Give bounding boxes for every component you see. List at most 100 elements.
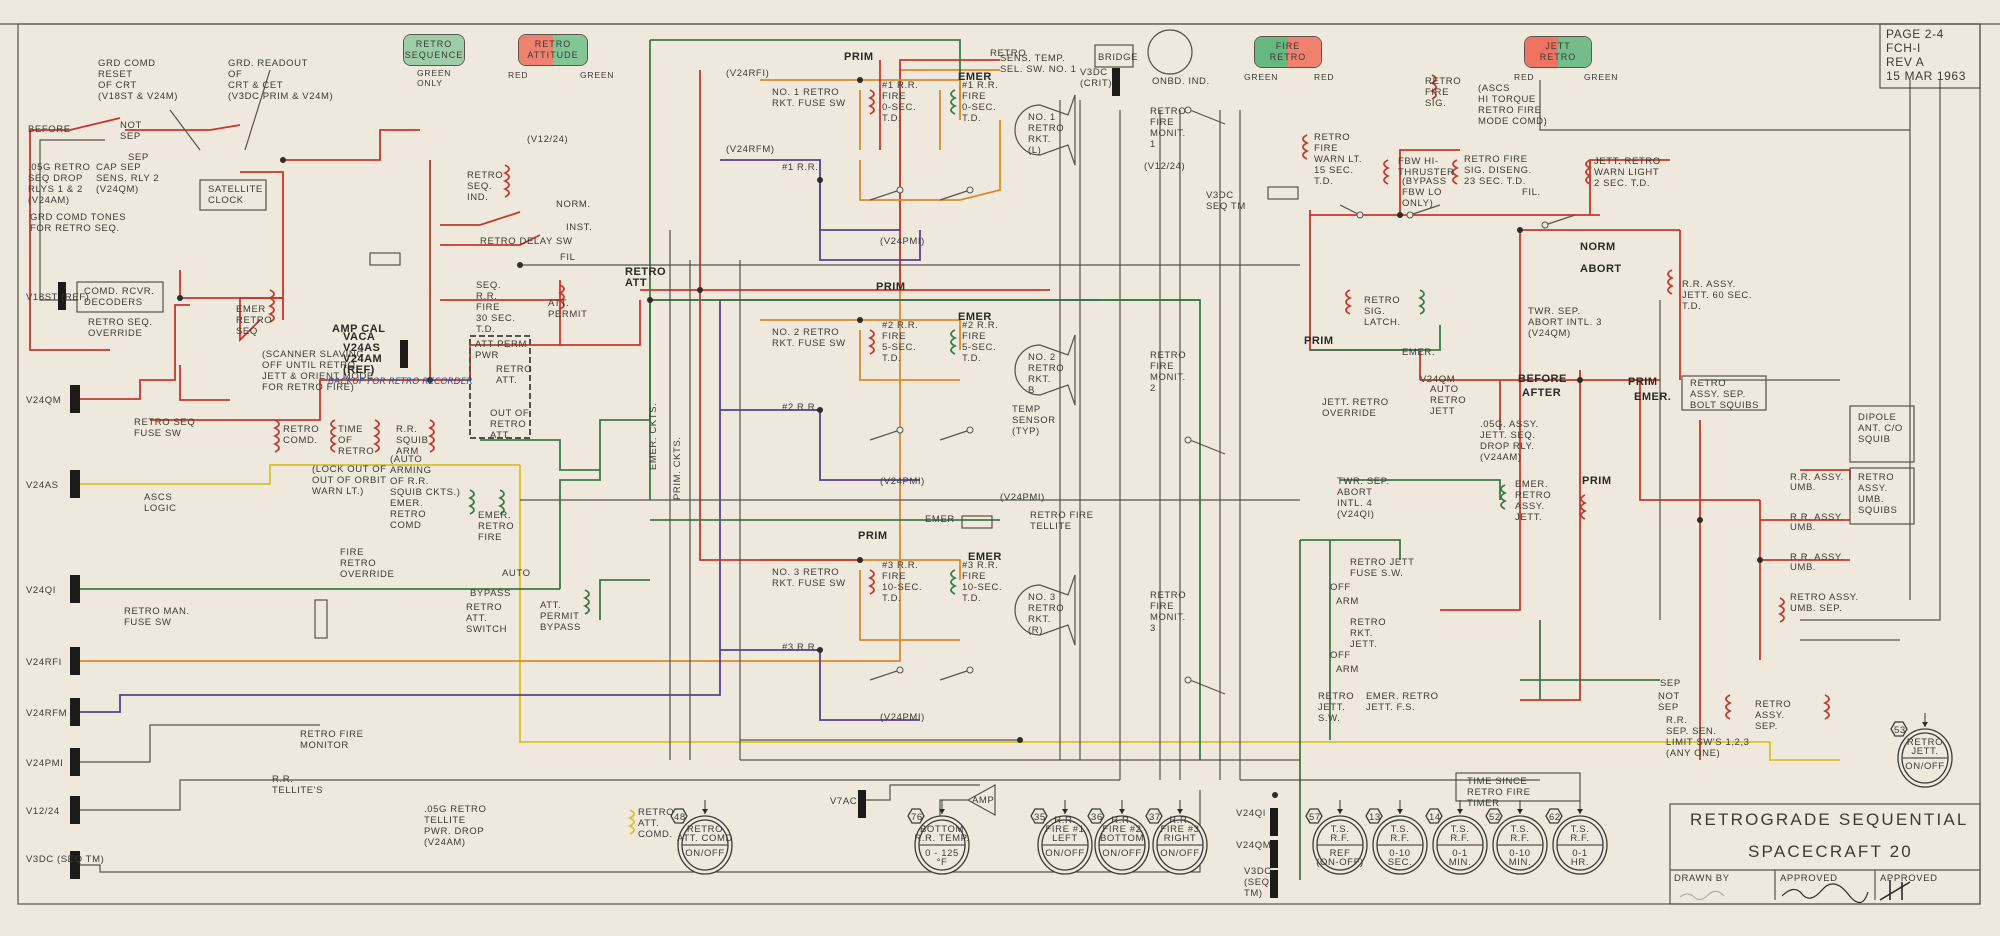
fire-retro-override-label-line: OVERRIDE: [340, 569, 394, 580]
rocket-2-label-line: RETRO: [1028, 363, 1064, 374]
meter-number-badge: [1030, 808, 1048, 824]
time-since-retro-fire-label-line: RETRO FIRE: [1467, 787, 1531, 798]
v24qm-label: V24QM: [1420, 374, 1455, 385]
retro-assy-sep-label-line: RETRO: [1755, 699, 1791, 710]
document-id: FCH-I: [1886, 41, 1921, 55]
scanner-slaving-note-line: OFF UNTIL RETRO: [262, 360, 356, 371]
retro-assy-umb-squibs-label-line: RETRO: [1858, 472, 1894, 483]
rocket-1-emer-td-label-line: T.D.: [962, 113, 981, 124]
emer-retro-fire-label-line: EMER.: [478, 510, 511, 521]
meter-bottom-label: SEC.: [1388, 857, 1413, 868]
bridge-label: BRIDGE: [1098, 52, 1138, 63]
retro-fire-monit-3-label-line: FIRE: [1150, 601, 1174, 612]
monitor-v12-24-label: (V12/24): [1144, 161, 1185, 172]
indicator-lead-label: RED: [1514, 72, 1535, 82]
jett-before-label: BEFORE: [1518, 373, 1567, 385]
power-bus-v24as: V24AS: [26, 480, 59, 491]
rocket-2-fuse-sw-label-line: RKT. FUSE SW: [772, 338, 846, 349]
jett-retro-warn-light-label-line: 2 SEC. T.D.: [1594, 178, 1650, 189]
power-bus-v24pmi: V24PMI: [26, 758, 63, 769]
meter-top-label: JETT.: [1911, 746, 1938, 757]
retro-att-contact-label-line: ATT.: [496, 375, 517, 386]
meter-top-label: FIRE #1: [1045, 824, 1084, 835]
meter-top-label: R.F.: [1450, 833, 1469, 844]
retro-fire-sig-diseng-label-line: RETRO FIRE: [1464, 154, 1528, 165]
meter-top-label: BOTTOM: [920, 824, 964, 835]
meter-bottom-label: (ON-OFF): [1316, 857, 1364, 868]
meter-bottom-label: 0-10: [1389, 848, 1410, 859]
meter-number: 53: [1894, 725, 1906, 736]
rr-sep-sen-label-line: (ANY ONE): [1666, 748, 1720, 759]
retro-sig-latch-label-line: LATCH.: [1364, 317, 1401, 328]
meter-bottom-label: 0-1: [1452, 848, 1468, 859]
att-perm-pwr-label-line: ATT PERM: [475, 339, 527, 350]
meter-number-badge: [1425, 808, 1443, 824]
arrow-icon: [1337, 809, 1343, 814]
retro-fire-warn-lt-label-line: RETRO: [1314, 132, 1350, 143]
tellite-drop-label-line: TELLITE: [424, 815, 466, 826]
emer-retro-assy-jett-label-line: ASSY.: [1515, 501, 1545, 512]
sep-label: SEP: [128, 152, 149, 163]
seq-rr-fire-label-line: 30 SEC.: [476, 313, 516, 324]
rocket-3-prim-td-label-line: T.D.: [882, 593, 901, 604]
retro-att-switch-label-line: SWITCH: [466, 624, 507, 635]
rr-assy-umb-line: UMB.: [1790, 482, 1816, 493]
norm-label: NORM.: [556, 199, 591, 210]
twr-sep-abort-4-label-line: TWR. SEP.: [1337, 476, 1390, 487]
arm-label-2: ARM: [1336, 664, 1359, 675]
rocket-3-emer-td-label-line: #3 R.R.: [962, 560, 998, 571]
ground-command-network: [29, 59, 1050, 421]
meter-number-badge: [670, 808, 688, 824]
meter-bottom-label: ON/OFF: [1905, 761, 1945, 772]
emer-bus-label: EMER: [925, 514, 955, 525]
revision: REV A: [1886, 55, 1924, 69]
rocket-1-prim-td-label-line: 0-SEC.: [882, 102, 916, 113]
rocket-3-prim-td-label-line: FIRE: [882, 571, 906, 582]
att-permit-bypass-label-line: PERMIT: [540, 611, 580, 622]
retro-fire-monit-2-label-line: FIRE: [1150, 361, 1174, 372]
auto-retro-jett-label-line: JETT: [1430, 406, 1455, 417]
power-bus-v3dc-seq-tm-: V3DC (SEQ TM): [26, 854, 104, 865]
sens-temp-sel-sw-label-line: SENS. TEMP.: [1000, 53, 1065, 64]
auto-arming-note-line: OF R.R.: [390, 476, 429, 487]
grd-comd-reset-label-line: GRD COMD: [98, 58, 156, 69]
rocket-3-emer-td-label-line: FIRE: [962, 571, 986, 582]
grd-comd-reset-label-line: RESET: [98, 69, 133, 80]
retro-assy-umb-sep-label-line: UMB. SEP.: [1790, 603, 1842, 614]
grd-readout-label-line: (V3DC PRIM & V24M): [228, 91, 333, 102]
page-number: PAGE 2-4: [1886, 27, 1944, 41]
indicator-lead-label: RED: [508, 70, 529, 80]
twr-sep-abort-3-label-line: ABORT INTL. 3: [1528, 317, 1602, 328]
rr-assy-umb-line: UMB.: [1790, 522, 1816, 533]
retro-fire-tellite-label-line: RETRO FIRE: [1030, 510, 1094, 521]
retro-assy-umb-squibs-label-line: SQUIBS: [1858, 505, 1898, 516]
time-since-retro-fire-label-line: TIMER: [1467, 798, 1500, 809]
meter-top-label: T.S.: [1331, 824, 1350, 835]
latch-prim-label: PRIM: [1304, 335, 1334, 347]
tellite-drop-label-line: (V24AM): [424, 837, 466, 848]
retro-comd-label-line: COMD.: [283, 435, 318, 446]
jett-seq-drop-label-line: (V24AM): [1480, 452, 1522, 463]
v24qm-bus-label: V24QM: [1236, 840, 1271, 851]
